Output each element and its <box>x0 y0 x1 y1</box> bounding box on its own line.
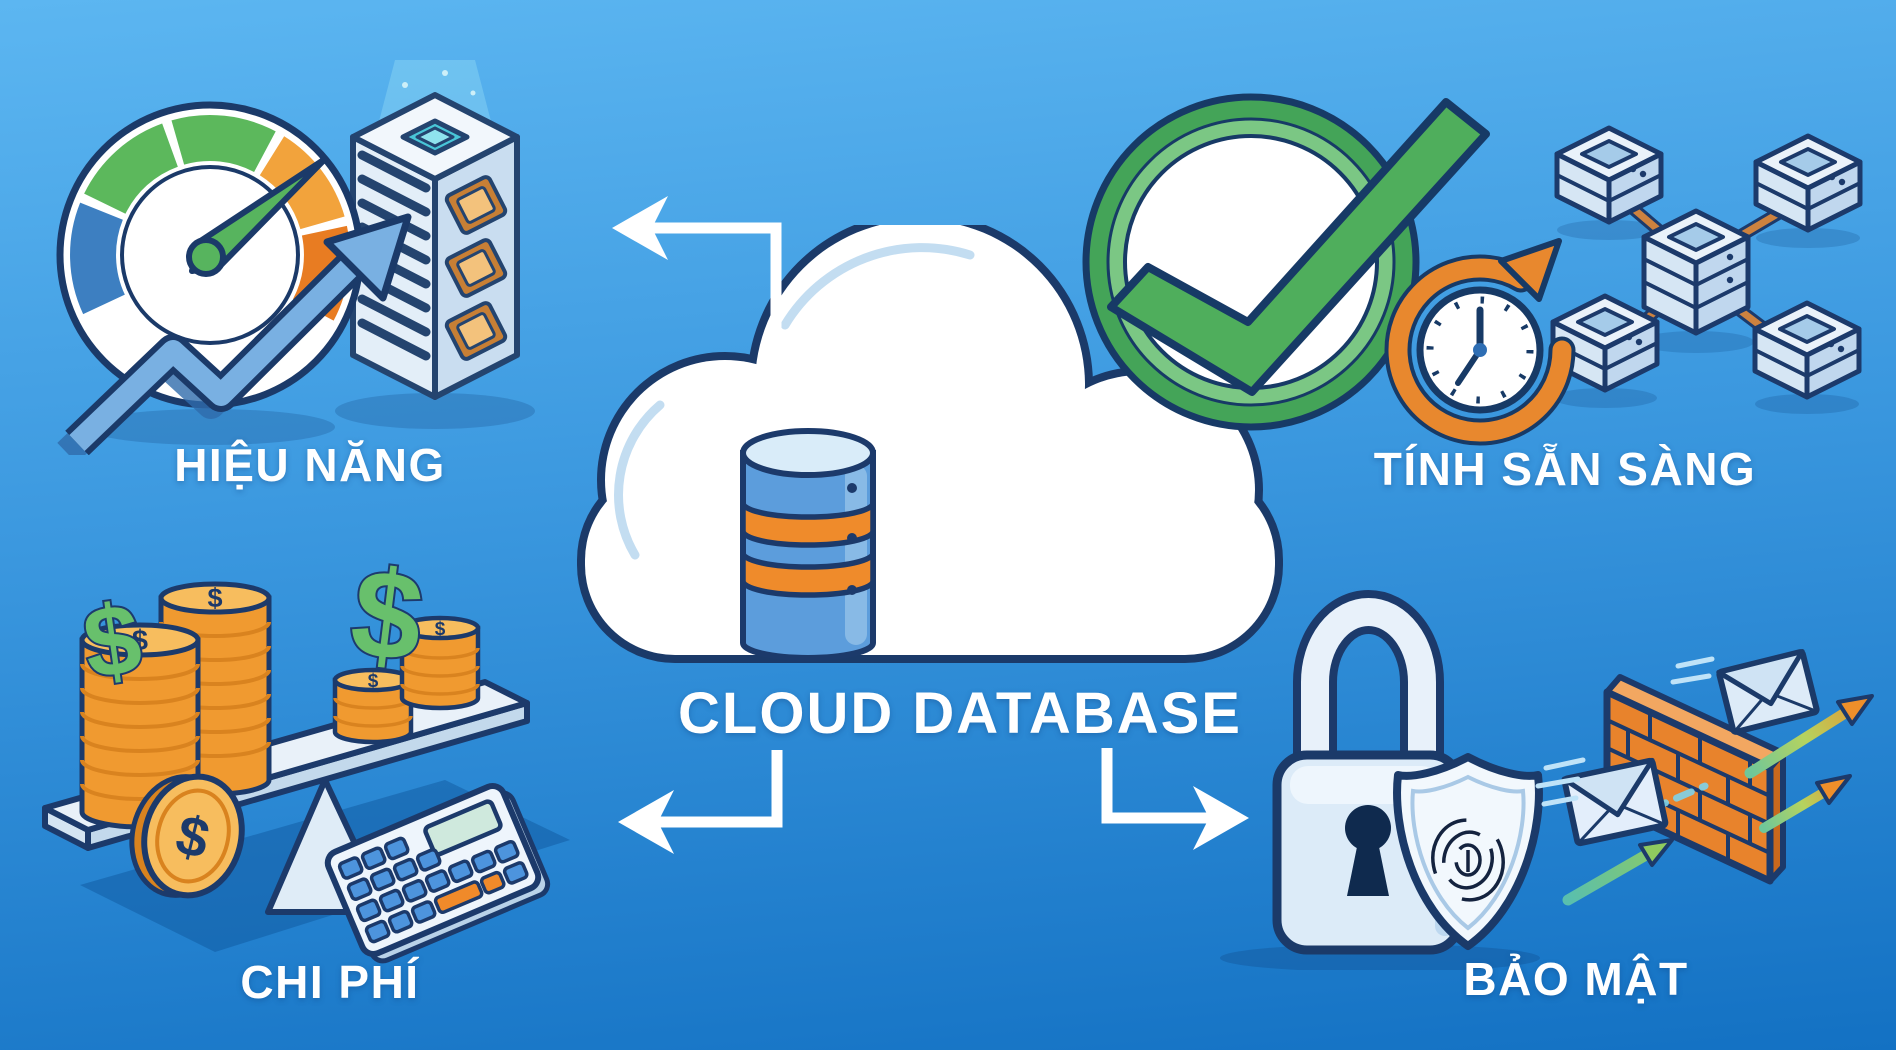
calculator-icon <box>324 782 551 964</box>
security-illustration <box>1220 590 1874 970</box>
availability-illustration <box>1082 93 1876 446</box>
quadrant-label-security: BẢO MẬT <box>1463 953 1689 1005</box>
performance-illustration <box>56 60 535 455</box>
traffic-arrow-icon <box>1562 694 1874 906</box>
firewall-icon <box>1603 674 1786 885</box>
cpu-chip-icon <box>444 175 508 361</box>
fingerprint-icon <box>1431 818 1505 902</box>
speedometer-icon <box>56 101 364 409</box>
svg-text:$: $ <box>132 625 148 657</box>
quadrant-label-cost: CHI PHÍ <box>240 956 420 1008</box>
fingerprint-shield-icon <box>1393 753 1543 950</box>
coin-stack-icon: $ $ $ <box>79 581 272 899</box>
database-icon <box>740 428 876 661</box>
cloud-icon <box>577 225 1283 663</box>
svg-text:$: $ <box>207 583 222 613</box>
cloud-database-illustration <box>577 225 1283 663</box>
checkmark-icon <box>1107 98 1490 396</box>
quadrant-label-availability: TÍNH SẴN SÀNG <box>1373 443 1757 495</box>
tilted-coin-icon: $ <box>129 773 245 899</box>
check-circle-icon <box>1082 93 1490 431</box>
keyhole-icon <box>1345 805 1391 896</box>
uptime-clock-icon <box>1384 238 1576 446</box>
quadrant-label-performance: HIỆU NĂNG <box>174 439 446 491</box>
server-tower-icon <box>350 60 520 400</box>
cost-illustration: $ $ $ $ $ <box>42 541 570 964</box>
diagram-title: CLOUD DATABASE <box>678 681 1242 746</box>
connector-arrow-bottom-left <box>648 750 783 828</box>
arrowhead-left-icon <box>618 790 674 854</box>
growth-arrow-icon <box>57 213 412 455</box>
svg-text:$: $ <box>368 671 379 692</box>
svg-text:$: $ <box>435 619 446 640</box>
envelope-icon <box>1535 649 1820 847</box>
coin-stack-icon: $ $ <box>332 615 481 745</box>
server-cluster-icon <box>1553 128 1860 414</box>
speed-lines-icon <box>1535 656 1715 807</box>
